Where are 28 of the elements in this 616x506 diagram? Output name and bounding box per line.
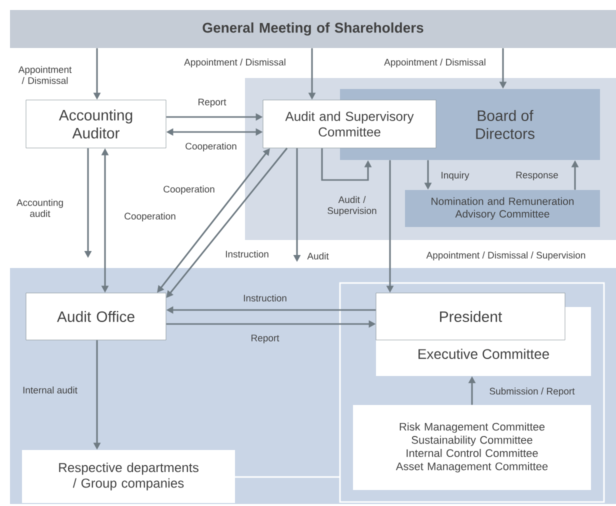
edge-label: Report — [198, 98, 226, 108]
process-box: Audit Office — [26, 292, 166, 340]
edge-label: Response — [516, 172, 558, 180]
edge-label: Report — [252, 334, 280, 344]
edge-label: Appointment / Dismissal — [18, 66, 72, 84]
heading-band: General Meeting of Shareholders — [10, 10, 616, 48]
committee-box: Nomination and Remuneration Advisory Committee — [405, 190, 600, 227]
committee-list-box: Risk Management Committee Sustainability Committee Internal Control Committee Asset Management Committee — [353, 404, 591, 490]
edge-label: Appointment / Dismissal — [184, 58, 286, 68]
edge-label: Cooperation — [186, 142, 236, 152]
node-label: Executive Committee — [418, 348, 549, 359]
edge-label: Instruction — [226, 250, 268, 258]
edge-label: Cooperation — [164, 186, 214, 194]
edge-label: Audit / Supervision — [328, 196, 376, 216]
edge-label: Internal audit — [23, 386, 78, 394]
edge-label: Submission / Report — [490, 388, 575, 396]
department-box: Respective departments / Group companies — [22, 450, 235, 503]
edge-label: Appointment / Dismissal / Supervision — [426, 252, 586, 260]
edge-label: Instruction — [244, 294, 286, 302]
edge-label: Inquiry — [442, 172, 470, 180]
process-box: Audit and Supervisory Committee — [262, 100, 436, 148]
edge-label: Audit — [307, 252, 329, 260]
edge-label: Accounting audit — [16, 199, 63, 217]
edge-label: Cooperation — [124, 212, 176, 222]
edge-label: Appointment / Dismissal — [384, 58, 486, 68]
process-box: President — [376, 292, 566, 340]
process-box: Accounting Auditor — [26, 100, 166, 148]
node-label: Respective departments / Group companies — [59, 462, 198, 490]
